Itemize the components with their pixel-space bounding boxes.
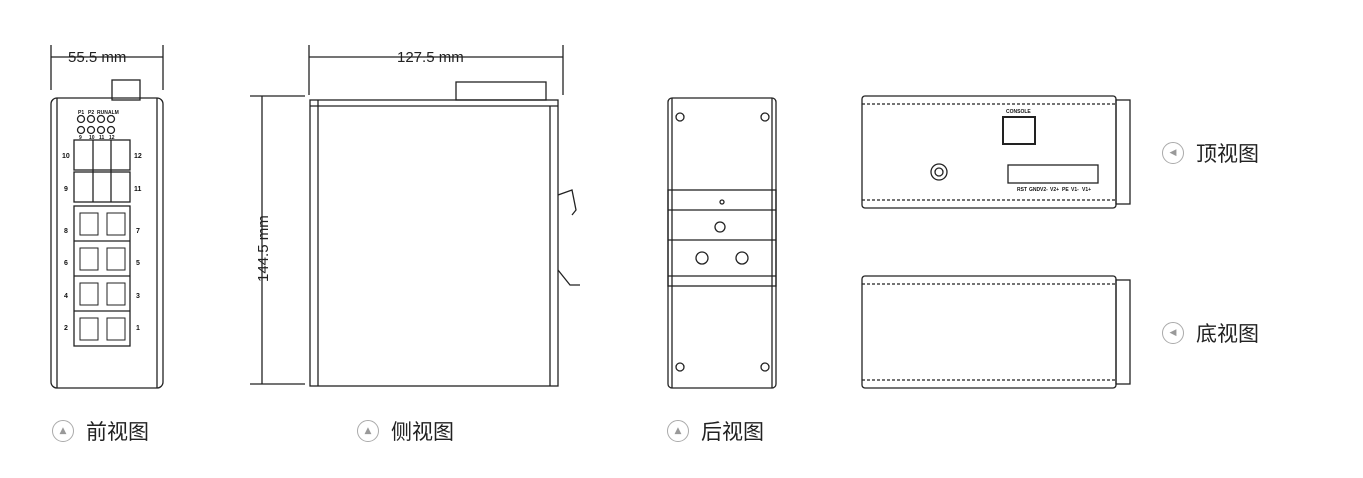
port-label: 5 [136,260,140,267]
port-label: 3 [136,293,140,300]
port-label: 6 [64,260,68,267]
depth-label: 127.5 mm [397,49,464,66]
led-label: 9 [79,135,82,141]
side-view-text: 侧视图 [391,420,454,444]
port-label: 2 [64,325,68,332]
front-width-dimension: 55.5 mm [50,45,164,90]
port-label: 12 [134,153,142,160]
led-label: P2 [88,110,94,116]
port-label: 4 [64,293,68,300]
led-row [76,114,116,135]
terminal-label: V1+ [1082,187,1091,193]
top-view [861,95,1131,209]
led-label: 11 [99,135,105,141]
terminal-label: V2- [1040,187,1048,193]
terminal-label: RST [1017,187,1027,193]
terminal-label: PE [1062,187,1069,193]
led-label: ALM [108,110,119,116]
top-view-label: ◀ 顶视图 [1162,138,1259,168]
height-label: 144.5 mm [255,215,272,282]
front-view-label: ▲ 前视图 [52,416,149,446]
top-view-text: 顶视图 [1196,142,1259,166]
port-label: 11 [134,186,142,193]
console-label: CONSOLE [1006,109,1031,115]
port-label: 9 [64,186,68,193]
triangle-up-icon: ▲ [357,420,379,442]
terminal-label: GND [1029,187,1041,193]
bottom-view-label: ◀ 底视图 [1162,318,1259,348]
port-label: 10 [62,153,70,160]
led-label: 10 [89,135,95,141]
port-label: 8 [64,228,68,235]
triangle-left-icon: ◀ [1162,322,1184,344]
led-label: RUN [97,110,108,116]
front-view [50,79,164,389]
triangle-left-icon: ◀ [1162,142,1184,164]
rear-view-text: 后视图 [701,420,764,444]
led-label: 12 [109,135,115,141]
side-view [309,81,580,387]
bottom-view [861,275,1131,389]
led-label: P1 [78,110,84,116]
terminal-label: V1- [1071,187,1079,193]
triangle-up-icon: ▲ [667,420,689,442]
front-view-text: 前视图 [86,420,149,444]
width-label: 55.5 mm [68,49,126,66]
triangle-up-icon: ▲ [52,420,74,442]
port-label: 7 [136,228,140,235]
rear-view [667,97,777,389]
side-dimensions: 127.5 mm 144.5 mm [250,45,564,385]
bottom-view-text: 底视图 [1196,322,1259,346]
port-label: 1 [136,325,140,332]
side-view-label: ▲ 侧视图 [357,416,454,446]
rear-view-label: ▲ 后视图 [667,416,764,446]
terminal-label: V2+ [1050,187,1059,193]
